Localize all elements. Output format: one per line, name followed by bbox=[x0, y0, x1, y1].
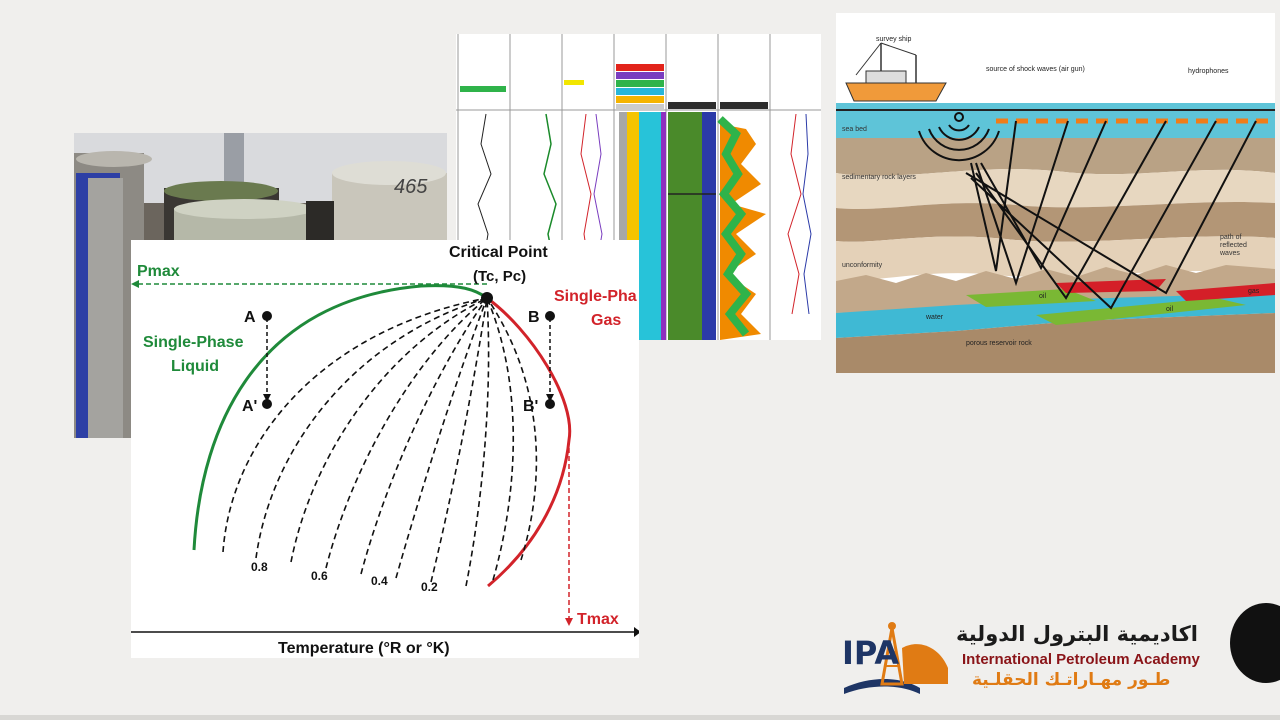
critical-point-marker bbox=[481, 292, 493, 304]
survey-ship-label: survey ship bbox=[876, 36, 912, 43]
bubble-point-curve bbox=[192, 284, 488, 551]
slide-nav-button[interactable] bbox=[1230, 603, 1280, 683]
ipa-mark-text: IPA bbox=[842, 634, 900, 672]
gas-label-line2: Gas bbox=[591, 312, 621, 329]
point-b-prime-marker bbox=[545, 399, 555, 409]
reflected-label-2: reflected bbox=[1220, 242, 1247, 249]
ipa-slogan: طـور مهـاراتـك الحقلـية bbox=[972, 670, 1171, 690]
shock-source-label: source of shock waves (air gun) bbox=[986, 66, 1085, 73]
point-b-label: B bbox=[528, 309, 540, 326]
pmax-label: Pmax bbox=[137, 263, 180, 280]
bottom-bar bbox=[0, 715, 1280, 720]
tmax-label: Tmax bbox=[577, 611, 619, 628]
ipa-emblem-icon bbox=[844, 622, 948, 694]
point-b-prime-label: B' bbox=[523, 398, 538, 415]
sedimentary-label: sedimentary rock layers bbox=[842, 174, 916, 181]
liquid-label-line2: Liquid bbox=[171, 358, 219, 375]
point-a-label: A bbox=[244, 309, 256, 326]
liquid-label-line1: Single-Phase bbox=[143, 334, 244, 351]
hydrophones-label: hydrophones bbox=[1188, 68, 1229, 75]
gas-label-line1: Single-Pha bbox=[554, 288, 637, 305]
unconformity-label: unconformity bbox=[842, 262, 883, 269]
ipa-arabic-name: اكاديمية البترول الدولية bbox=[956, 622, 1198, 646]
quality-label-0-4: 0.4 bbox=[371, 574, 388, 588]
sea-bed-label: sea bed bbox=[842, 126, 867, 133]
ipa-logo: IPA اكاديمية البترول الدولية Internation… bbox=[840, 618, 1200, 700]
reflected-label-1: path of bbox=[1220, 234, 1241, 241]
reflected-label-3: waves bbox=[1219, 250, 1240, 257]
water-label: water bbox=[925, 314, 944, 321]
quality-label-0-6: 0.6 bbox=[311, 569, 328, 583]
point-a-marker bbox=[262, 311, 272, 321]
point-a-prime-label: A' bbox=[242, 398, 257, 415]
x-axis-label: Temperature (°R or °K) bbox=[278, 640, 450, 657]
quality-lines bbox=[222, 297, 538, 587]
gas-label: gas bbox=[1248, 288, 1260, 295]
quality-label-0-2: 0.2 bbox=[421, 580, 438, 594]
quality-label-0-8: 0.8 bbox=[251, 560, 268, 574]
critical-point-coords: (Tc, Pc) bbox=[473, 268, 526, 285]
point-b-marker bbox=[545, 311, 555, 321]
reservoir-label: porous reservoir rock bbox=[966, 340, 1032, 347]
oil-label-2: oil bbox=[1166, 306, 1173, 313]
phase-envelope-diagram: Pmax Tmax Critical Point (Tc, Pc) Single… bbox=[131, 240, 641, 658]
ipa-english-name: International Petroleum Academy bbox=[962, 651, 1200, 668]
critical-point-label: Critical Point bbox=[449, 244, 548, 261]
core-number-label: 465 bbox=[394, 176, 428, 198]
point-a-prime-marker bbox=[262, 399, 272, 409]
oil-label-1: oil bbox=[1039, 293, 1046, 300]
seismic-survey-diagram: survey ship source of shock waves (air g… bbox=[836, 13, 1275, 373]
